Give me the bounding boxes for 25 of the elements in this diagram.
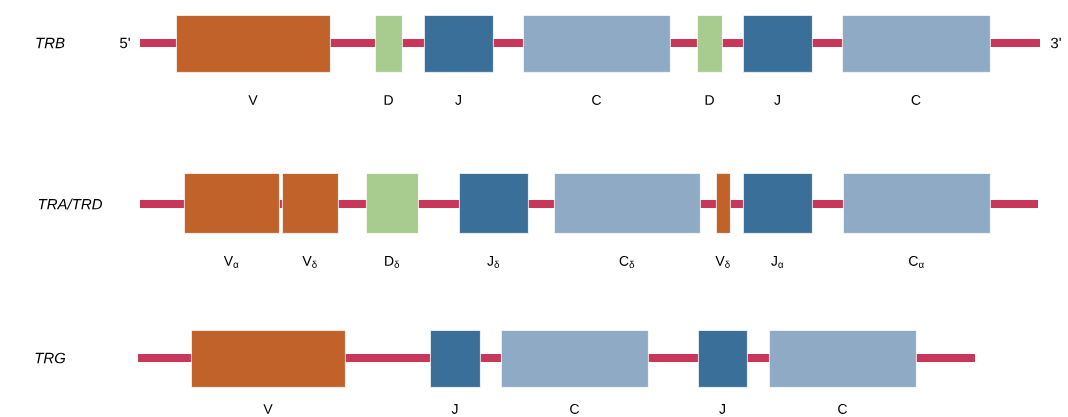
segment-label: C (570, 404, 580, 414)
segment-label: V$_{δ}$ (302, 256, 317, 268)
segment-label: D (384, 95, 393, 105)
segment-label: D (705, 95, 714, 105)
segment-label: V (263, 404, 273, 414)
segment-label: V$_{α}$ (223, 256, 239, 268)
segment-label: C$_{δ}$ (619, 255, 635, 268)
segment-label: J$_{α}$ (771, 256, 784, 268)
segment-label: C (592, 95, 602, 105)
segment-label: C (911, 95, 921, 105)
end-label: 3' (1050, 37, 1061, 49)
segment-label: J (774, 95, 780, 105)
segment-label: V$_{δ}$ (715, 256, 730, 268)
segment-label: C (838, 404, 848, 414)
segment-label: J (719, 404, 725, 414)
segment-label: D$_{δ}$ (385, 256, 400, 268)
segment-label: J$_{δ}$ (487, 256, 500, 268)
gene-name: TRA/TRD (38, 198, 103, 210)
gene-name: TRB (36, 37, 65, 49)
segment-label: V (248, 95, 258, 105)
segment-label: J (455, 95, 461, 105)
segment-label: C$_{α}$ (909, 255, 924, 268)
segment-label: J (451, 404, 458, 414)
end-label: 5' (120, 37, 130, 49)
gene-name: TRG (35, 352, 66, 364)
